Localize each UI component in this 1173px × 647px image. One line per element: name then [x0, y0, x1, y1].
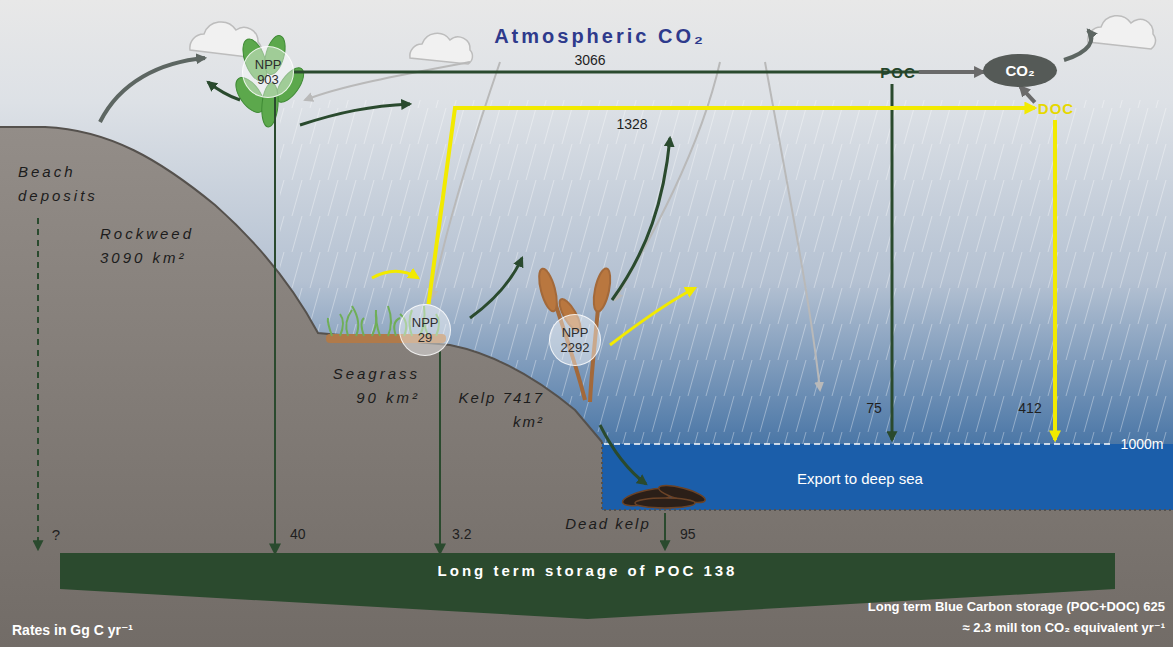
- depth-line: [604, 443, 1110, 445]
- coast-line: [0, 127, 602, 442]
- flux-arrow: [1020, 87, 1035, 103]
- flux-arrow: [919, 70, 984, 74]
- band-title: Long term storage of POC 138: [438, 553, 738, 589]
- rain-texture: [280, 100, 1173, 444]
- npp-circle: NPP 2292: [549, 314, 601, 366]
- callout-number: 75: [866, 400, 882, 416]
- callout-number: 412: [1018, 400, 1041, 416]
- zone-label: Export to deep sea: [797, 470, 923, 487]
- npp-circle: NPP 29: [399, 304, 451, 356]
- pool-name: CO₂: [1005, 62, 1034, 79]
- shelf-edge: [602, 442, 1173, 510]
- region-label: Beach deposits: [18, 160, 118, 208]
- co2-ellipse: CO₂: [983, 54, 1056, 87]
- npp-value: NPP 29: [412, 315, 439, 345]
- pool-name: POC: [880, 64, 916, 81]
- flux-arrow: [274, 97, 276, 553]
- flux-value: 40: [290, 526, 306, 542]
- dead-kelp: [621, 482, 707, 509]
- storage-band: Long term storage of POC 138: [60, 553, 1115, 619]
- carbon-pool: DOC: [1035, 98, 1077, 119]
- region-label: Rockweed 3090 km²: [100, 222, 235, 270]
- pool-name: DOC: [1038, 100, 1074, 117]
- flux-arrow: [439, 351, 441, 553]
- units-note: Rates in Gg C yr⁻¹: [12, 622, 133, 638]
- region-label: Kelp 7417 km²: [452, 386, 544, 434]
- flux-value: 3.2: [452, 526, 471, 542]
- total-note: Long term Blue Carbon storage (POC+DOC) …: [868, 599, 1165, 614]
- flux-value: 1328: [616, 116, 647, 132]
- deep-sea: [602, 444, 1173, 512]
- flux-value: 3066: [574, 52, 605, 68]
- carbon-pool: POC: [877, 62, 919, 83]
- total-note: ≈ 2.3 mill ton CO₂ equivalent yr⁻¹: [962, 620, 1165, 635]
- flux-arrow: [428, 108, 1034, 304]
- kelp: [536, 267, 614, 402]
- npp-value: NPP 903: [255, 57, 282, 87]
- npp-circle: NPP 903: [242, 46, 294, 98]
- callout-number: 95: [680, 526, 696, 542]
- callout-number: ?: [52, 526, 60, 543]
- seabed: [0, 127, 1173, 647]
- part-label: Dead kelp: [565, 512, 651, 536]
- heading: Atmospheric CO₂: [494, 25, 706, 48]
- depth-label: 1000m: [1121, 436, 1164, 452]
- rockweed: [230, 33, 309, 127]
- flux-arrows: [38, 30, 1091, 549]
- npp-value: NPP 2292: [561, 325, 590, 355]
- region-label: Seagrass 90 km²: [318, 362, 420, 410]
